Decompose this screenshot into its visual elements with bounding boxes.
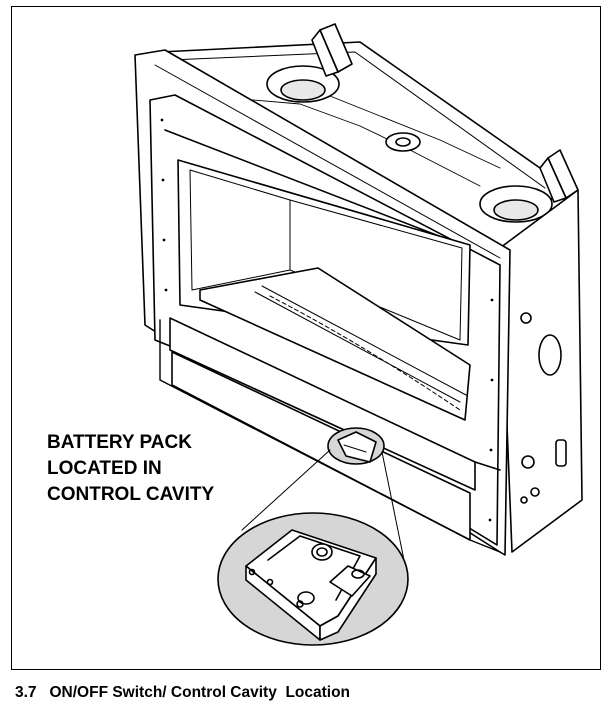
battery-pack-magnified <box>217 512 409 646</box>
callout-line: LOCATED IN <box>47 458 162 479</box>
figure-caption: 3.7 ON/OFF Switch/ Control Cavity Locati… <box>15 684 350 702</box>
flue-collar-left <box>266 65 340 103</box>
flue-collar-right <box>479 185 553 223</box>
battery-pack-small <box>327 427 385 465</box>
caption-title: ON/OFF Switch/ Control Cavity Location <box>49 684 351 701</box>
standoff-bracket-left <box>311 23 353 77</box>
callout-line: CONTROL CAVITY <box>47 484 215 505</box>
burner-tray <box>199 267 471 421</box>
caption-number: 3.7 <box>15 684 37 701</box>
center-port <box>385 132 421 152</box>
figure-frame <box>11 6 601 670</box>
callout-line: BATTERY PACK <box>47 432 192 453</box>
screw-dots <box>160 118 494 522</box>
battery-pack-callout: BATTERY PACK LOCATED IN CONTROL CAVITY <box>47 430 214 508</box>
fireplace-side-wall <box>499 189 583 553</box>
control-cavity-panel <box>159 317 501 553</box>
standoff-bracket-right <box>539 149 579 203</box>
callout-leader-lines <box>241 449 406 566</box>
